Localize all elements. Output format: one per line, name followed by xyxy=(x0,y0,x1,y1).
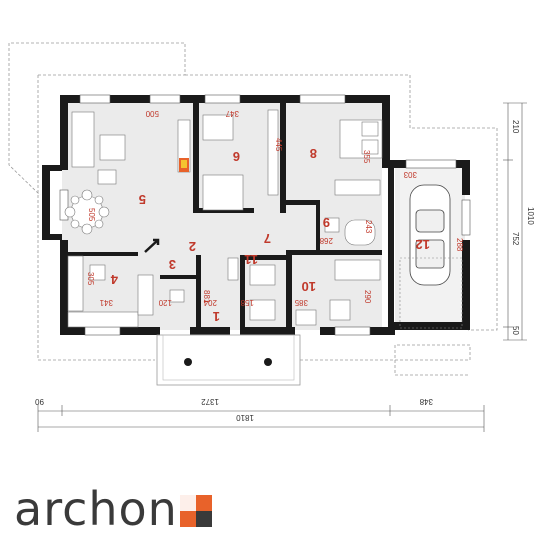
dim-243: 243 xyxy=(364,220,373,234)
room-11: 11 xyxy=(244,252,258,267)
car-icon xyxy=(409,184,451,286)
ext-dim-1372: 1372 xyxy=(201,397,219,406)
dim-347: 347 xyxy=(225,109,239,118)
room-9: 9 xyxy=(323,215,330,230)
ext-dim-348: 348 xyxy=(419,397,433,406)
porch xyxy=(156,334,301,386)
room-6: 6 xyxy=(233,149,240,164)
room-1: 1 xyxy=(213,309,220,324)
dimension-lines xyxy=(37,102,527,432)
plus-logo-icon xyxy=(180,495,212,527)
room-numbers: 1 2 3 4 5 6 7 8 9 10 11 12 xyxy=(110,146,430,324)
dim-120: 120 xyxy=(158,298,172,307)
ext-dim-1010: 1010 xyxy=(526,207,535,225)
dim-303: 303 xyxy=(403,170,417,179)
ext-dim-752: 752 xyxy=(511,232,520,246)
ext-dim-1810: 1810 xyxy=(236,413,254,422)
dim-385: 385 xyxy=(294,298,308,307)
room-8: 8 xyxy=(310,146,317,161)
room-4: 4 xyxy=(110,272,118,287)
dim-290: 290 xyxy=(363,290,372,304)
room-2: 2 xyxy=(189,239,196,254)
dim-268: 268 xyxy=(319,236,333,245)
dim-355: 355 xyxy=(362,150,371,164)
dim-288: 288 xyxy=(455,238,464,252)
room-10: 10 xyxy=(302,279,316,294)
ext-dim-90: 90 xyxy=(35,397,44,406)
dim-445: 445 xyxy=(274,138,283,152)
room-12: 12 xyxy=(416,237,430,252)
room-5: 5 xyxy=(139,192,146,207)
dim-341: 341 xyxy=(99,298,113,307)
dim-500: 500 xyxy=(145,109,159,118)
ext-dim-50: 50 xyxy=(511,326,520,335)
dim-158: 158 xyxy=(240,298,254,307)
room-dimensions: 500 347 445 355 505 303 243 268 288 305 … xyxy=(86,109,464,307)
roof-outline xyxy=(8,42,498,376)
stair-arrow-icon xyxy=(144,238,160,253)
room-7: 7 xyxy=(264,231,271,246)
dim-505: 505 xyxy=(87,208,96,222)
room-3: 3 xyxy=(169,257,176,272)
coffee-table xyxy=(99,134,126,161)
brand-wordmark: archon xyxy=(14,482,178,536)
ext-dim-210: 210 xyxy=(511,120,520,134)
external-dimensions: 90 1372 348 1810 210 752 50 1010 xyxy=(35,120,535,422)
fireplace-icon xyxy=(177,119,191,173)
dim-305: 305 xyxy=(86,272,95,286)
windows xyxy=(59,94,471,336)
garage-door xyxy=(399,257,463,329)
furniture xyxy=(64,109,383,328)
sofa xyxy=(71,111,95,168)
archon-logo: archon xyxy=(14,482,212,536)
dim-881: 881 xyxy=(202,290,211,304)
dim-204: 204 xyxy=(203,298,217,307)
